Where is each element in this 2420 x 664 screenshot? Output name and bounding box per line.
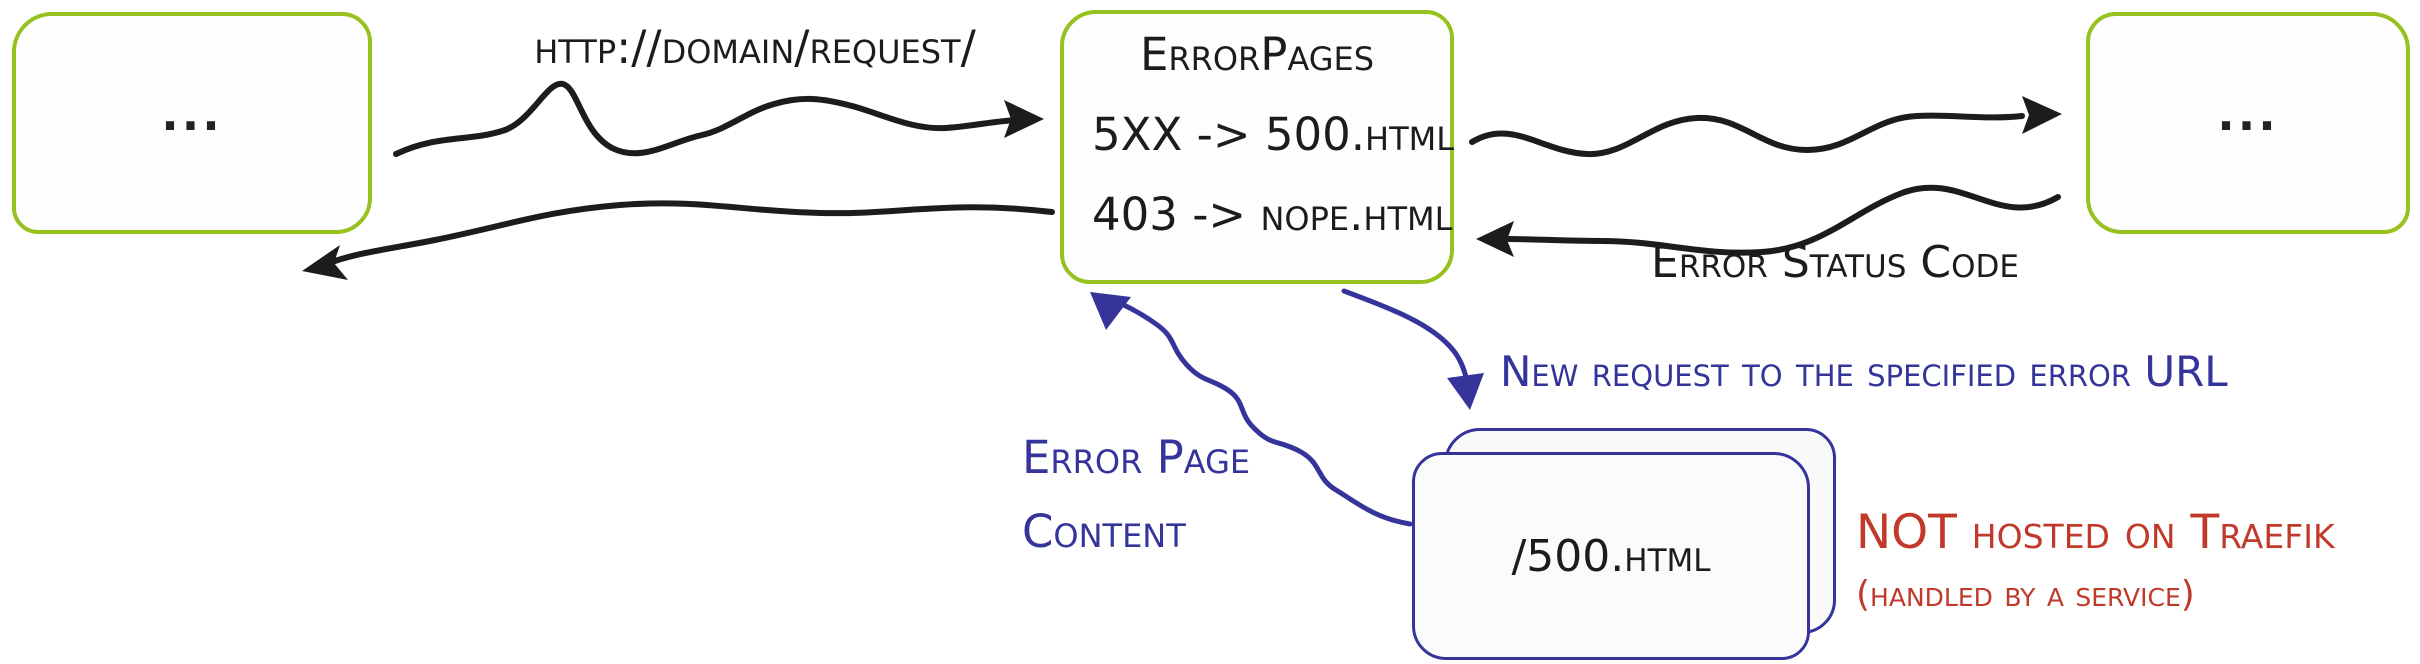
- not-hosted-note-line2: (handled by a service): [1856, 574, 2195, 615]
- new-request-arrow: [1341, 288, 1484, 410]
- forward-arrow: [1469, 96, 2062, 158]
- error-content-arrow: [1090, 292, 1413, 527]
- error-page-content-label-line2: Content: [1022, 505, 1186, 558]
- request-arrow: [393, 80, 1044, 157]
- new-request-label: New request to the specified error URL: [1500, 347, 2228, 396]
- error-service-box: /500.html: [1412, 452, 1810, 660]
- response-arrow: [302, 200, 1055, 280]
- client-box: ...: [12, 12, 372, 234]
- middleware-rule-5xx: 5XX -> 500.html: [1092, 108, 1455, 161]
- backend-service-box: ...: [2086, 12, 2410, 234]
- error-status-code-label: Error Status Code: [1651, 237, 2019, 288]
- not-hosted-note-line1: NOT hosted on Traefik: [1856, 505, 2335, 560]
- backend-box-label: ...: [2217, 87, 2279, 141]
- client-box-label: ...: [161, 87, 223, 141]
- error-service-box-label: /500.html: [1511, 530, 1711, 582]
- request-url-label: http://domain/request/: [534, 21, 976, 74]
- errorpages-middleware-box: ErrorPages 5XX -> 500.html 403 -> nope.h…: [1060, 10, 1454, 284]
- middleware-title: ErrorPages: [1139, 28, 1375, 81]
- middleware-rule-403: 403 -> nope.html: [1092, 188, 1453, 241]
- error-page-content-label-line1: Error Page: [1022, 431, 1251, 484]
